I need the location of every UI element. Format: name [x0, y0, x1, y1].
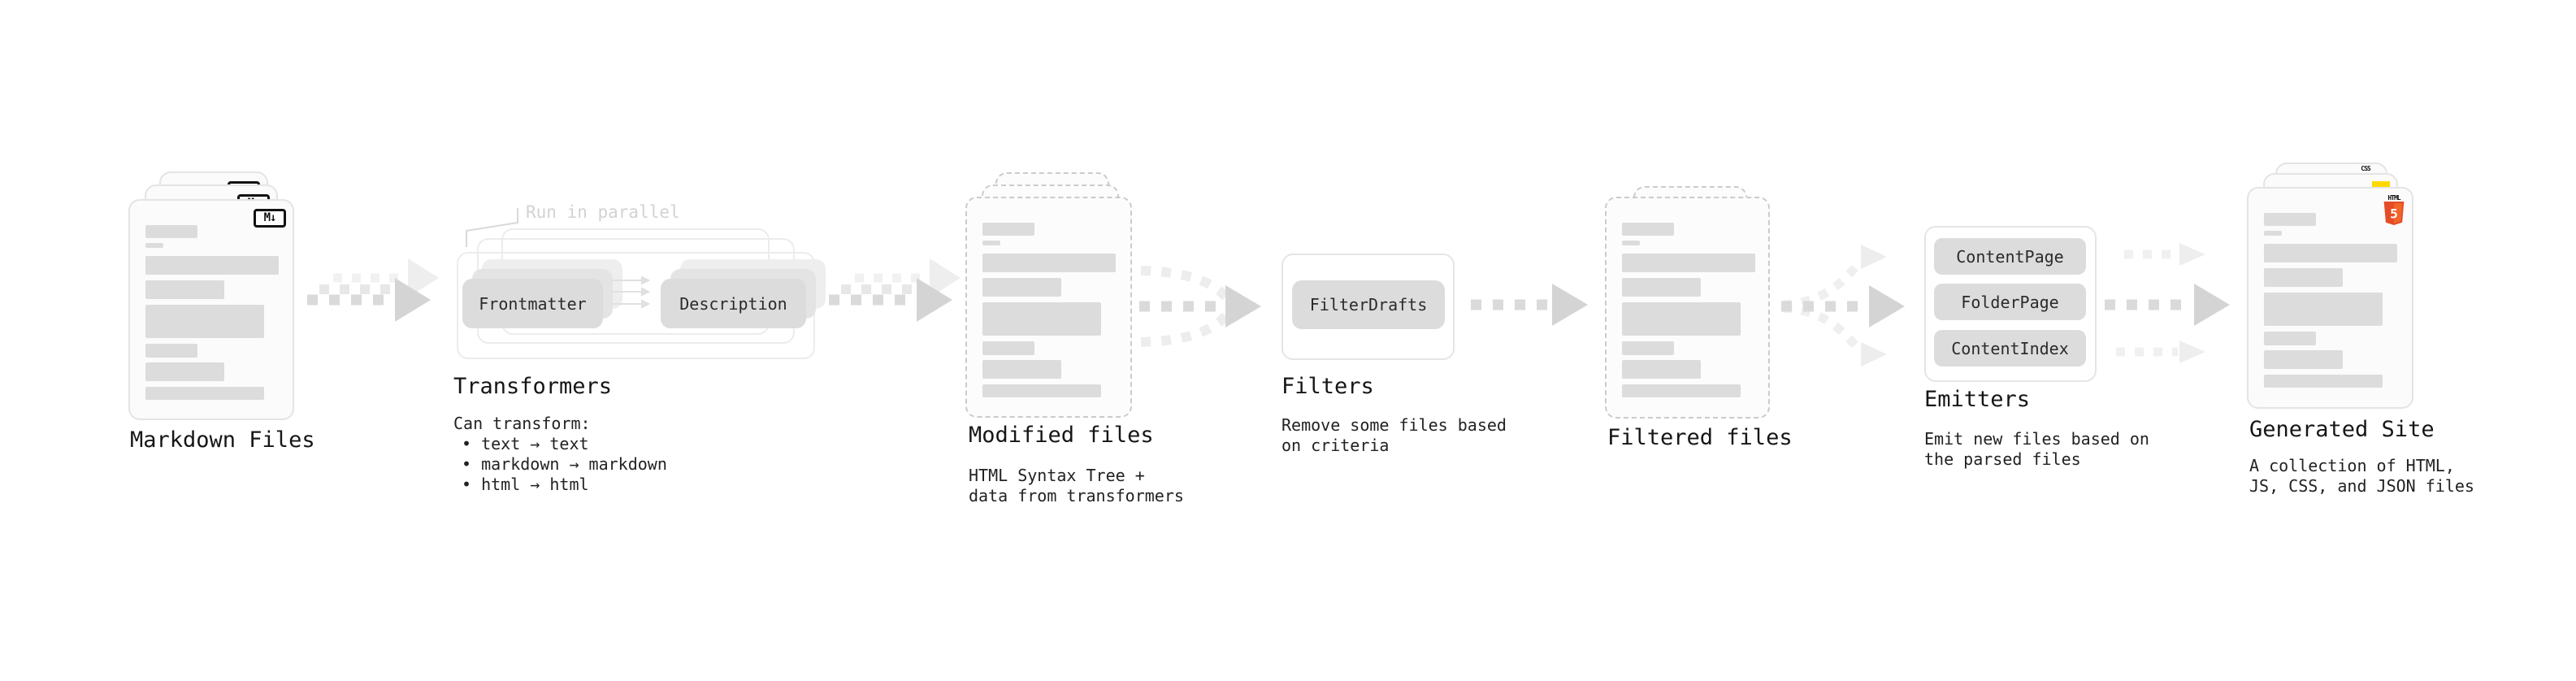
placeholder-line — [145, 225, 197, 238]
placeholder-line — [2264, 332, 2316, 345]
emitter-node-contentpage: ContentPage — [1934, 238, 2086, 275]
placeholder-line — [145, 280, 224, 299]
placeholder-line — [982, 341, 1034, 355]
parallel-mini-arrows — [611, 275, 651, 309]
placeholder-line — [145, 387, 264, 400]
html5-label: HTML — [2387, 194, 2400, 202]
placeholder-line — [145, 256, 279, 275]
bullet-item: text → text — [462, 434, 667, 454]
placeholder-line — [145, 362, 224, 381]
placeholder-line — [982, 241, 1000, 245]
placeholder-line — [982, 278, 1061, 297]
flow-arrow-triple — [2105, 243, 2230, 363]
transformer-node-description: Description — [661, 279, 806, 328]
flow-arrow-merge — [1139, 266, 1261, 347]
filtered-files-label: Filtered files — [1607, 425, 1793, 450]
modified-files-label: Modified files — [969, 423, 1154, 448]
filters-title: Filters — [1281, 374, 1374, 399]
placeholder-line — [1622, 302, 1741, 336]
css-badge-text: CSS — [2361, 165, 2370, 172]
placeholder-line — [982, 254, 1116, 272]
generated-site-label: Generated Site — [2249, 417, 2435, 442]
placeholder-line — [1622, 241, 1640, 245]
emitters-note: Emit new files based on the parsed files — [1924, 429, 2149, 469]
flow-arrow-single — [1471, 284, 1588, 326]
placeholder-line — [2264, 213, 2316, 226]
transformers-bullet-list: text → text markdown → markdown html → h… — [462, 434, 667, 495]
placeholder-line — [2264, 293, 2383, 326]
flow-arrow-stacked — [307, 258, 439, 322]
emitters-title: Emitters — [1924, 387, 2031, 412]
placeholder-line — [982, 384, 1101, 397]
markdown-files-label: Markdown Files — [130, 427, 315, 453]
placeholder-line — [2264, 375, 2383, 388]
html5-number: 5 — [2390, 206, 2398, 221]
modified-files-note: HTML Syntax Tree + data from transformer… — [969, 466, 1184, 505]
placeholder-line — [145, 243, 163, 248]
markdown-file-page-front: M↓ — [128, 199, 294, 420]
flow-arrow-split — [1781, 245, 1905, 367]
placeholder-line — [2264, 350, 2343, 369]
annotation-leader-line — [466, 208, 518, 247]
transformers-note-heading: Can transform: — [453, 414, 591, 433]
filters-note: Remove some files based on criteria — [1281, 415, 1507, 455]
emitter-node-contentindex: ContentIndex — [1934, 330, 2086, 367]
generated-page-html: HTML 5 — [2247, 187, 2413, 409]
filtered-file-page-front — [1605, 197, 1770, 419]
placeholder-line — [982, 360, 1061, 379]
modified-file-page-front — [965, 197, 1132, 418]
placeholder-line — [145, 305, 264, 338]
placeholder-line — [1622, 254, 1755, 272]
bullet-item: html → html — [462, 475, 667, 495]
placeholder-line — [1622, 384, 1741, 397]
placeholder-line — [2264, 231, 2282, 236]
placeholder-line — [982, 223, 1034, 236]
placeholder-line — [1622, 360, 1701, 379]
placeholder-line — [1622, 278, 1701, 297]
placeholder-line — [1622, 223, 1674, 236]
filter-node-filterdrafts: FilterDrafts — [1292, 280, 1445, 329]
generated-site-note: A collection of HTML, JS, CSS, and JSON … — [2249, 456, 2474, 496]
placeholder-line — [145, 344, 197, 358]
transformers-title: Transformers — [453, 374, 613, 399]
js-file-icon — [2372, 181, 2390, 189]
placeholder-line — [1622, 341, 1674, 355]
html5-icon: HTML 5 — [2383, 194, 2405, 225]
markdown-icon: M↓ — [254, 209, 286, 228]
emitter-node-folderpage: FolderPage — [1934, 284, 2086, 320]
placeholder-line — [2264, 268, 2343, 287]
bullet-item: markdown → markdown — [462, 454, 667, 475]
flow-arrow-stacked — [829, 258, 961, 322]
placeholder-line — [982, 302, 1101, 336]
placeholder-line — [2264, 244, 2397, 262]
transformer-node-frontmatter: Frontmatter — [462, 279, 603, 328]
run-in-parallel-label: Run in parallel — [526, 202, 680, 222]
